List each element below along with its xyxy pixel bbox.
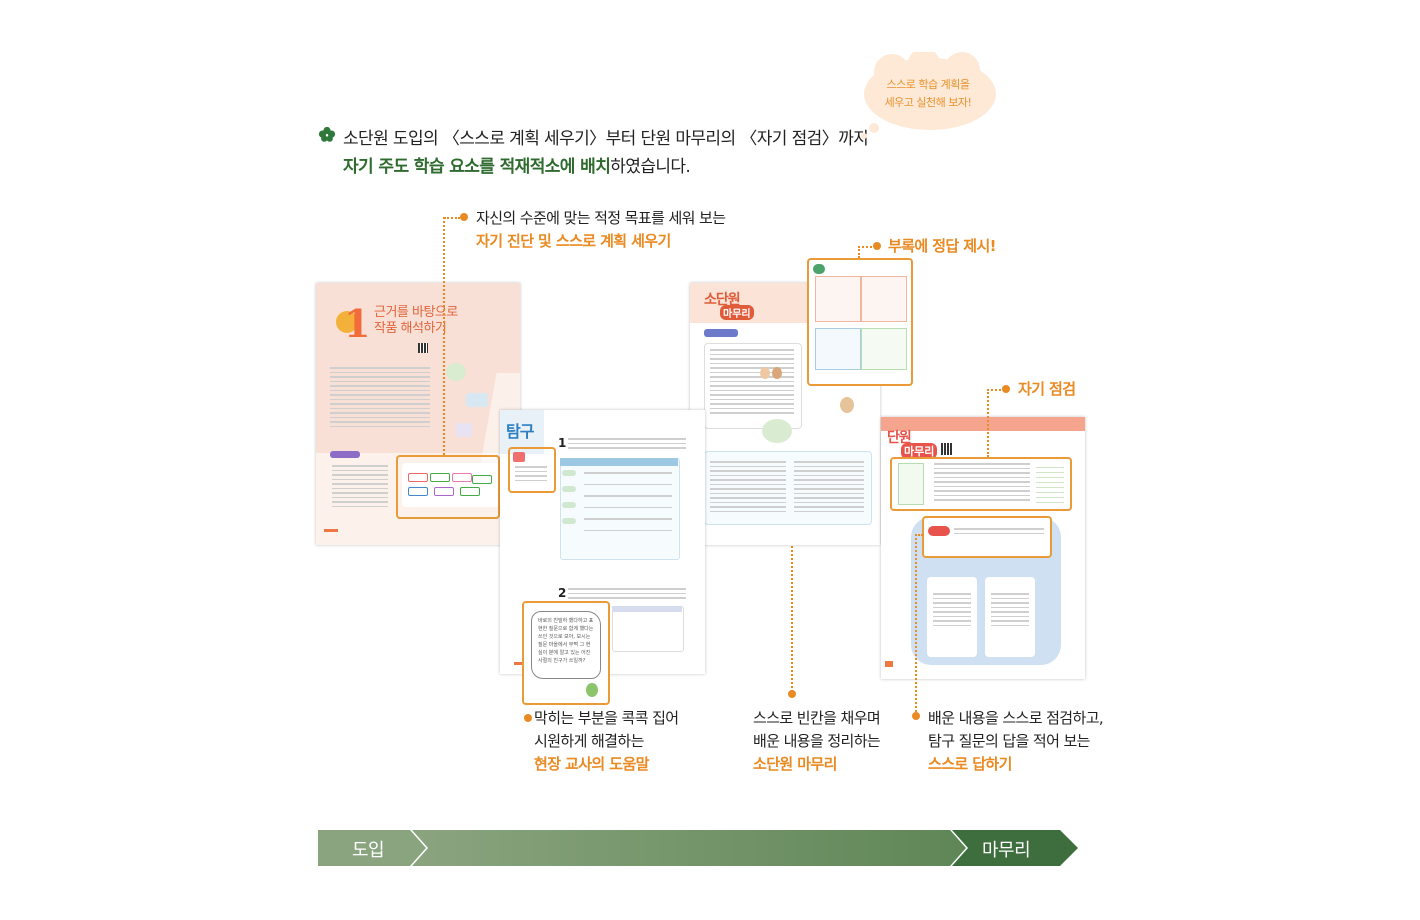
callout-summary-line-2: 배운 내용을 정리하는 xyxy=(753,732,881,750)
cloud-line-2: 세우고 실천해 보자! xyxy=(884,96,972,109)
leader-line xyxy=(444,217,460,219)
leader-line xyxy=(915,534,923,536)
qr-code-icon xyxy=(418,343,428,353)
callout-answer-highlight: 부록에 정답 제시! xyxy=(888,237,996,255)
callout-summary: 스스로 빈칸을 채우며 배운 내용을 정리하는 소단원 마무리 xyxy=(753,707,881,776)
lesson-title-2: 작품 해석하기 xyxy=(374,321,447,336)
lesson-number: 1 xyxy=(344,301,371,346)
header-line-1: 소단원 도입의 〈스스로 계획 세우기〉부터 단원 마무리의 〈자기 점검〉까지 xyxy=(343,129,869,149)
lesson-page: 1 근거를 바탕으로 작품 해석하기 xyxy=(316,283,520,545)
callout-teacher-line-1: 막히는 부분을 콕콕 집어 xyxy=(534,709,679,727)
subunit-title-a: 소단원 xyxy=(704,292,741,308)
callout-goal: 자신의 수준에 맞는 적정 목표를 세워 보는 자기 진단 및 스스로 계획 세… xyxy=(476,207,726,253)
tip-icon xyxy=(513,452,525,462)
teacher-note-text: 바로의 친밀하 했다하고 표현한 질문으로 합계 했다는 쓰인 것으로 보아, … xyxy=(538,618,594,664)
header-emphasis: 자기 주도 학습 요소를 적재적소에 배치 xyxy=(343,157,611,177)
self-check-table xyxy=(890,457,1072,511)
inquiry-title: 탐구 xyxy=(506,422,534,441)
callout-teacher-highlight: 현장 교사의 도움말 xyxy=(534,755,649,773)
lesson-title-1: 근거를 바탕으로 xyxy=(374,305,458,320)
callout-summary-highlight: 소단원 마무리 xyxy=(753,755,837,773)
callout-self-check: 자기 점검 xyxy=(1018,378,1076,401)
inquiry-question-box xyxy=(922,516,1052,558)
callout-inquiry: 배운 내용을 스스로 점검하고, 탐구 질문의 답을 적어 보는 스스로 답하기 xyxy=(928,707,1104,776)
teacher-tip-highlight xyxy=(508,447,556,493)
self-plan-highlight xyxy=(396,455,500,519)
cloud-text: 스스로 학습 계획을 세우고 실천해 보자! xyxy=(862,76,994,112)
leader-line xyxy=(858,246,872,248)
callout-goal-text: 자신의 수준에 맞는 적정 목표를 세워 보는 xyxy=(476,209,726,227)
progress-arrow xyxy=(318,830,1078,866)
leader-line xyxy=(443,217,445,455)
leader-line xyxy=(987,389,1001,391)
callout-summary-line-1: 스스로 빈칸을 채우며 xyxy=(753,709,881,727)
unit-title-b: 마무리 xyxy=(901,443,938,459)
leader-dot xyxy=(912,712,920,720)
unit-title-a: 단원 xyxy=(887,430,912,446)
callout-inquiry-highlight: 스스로 답하기 xyxy=(928,755,1012,773)
cloud-line-1: 스스로 학습 계획을 xyxy=(886,78,970,91)
callout-inquiry-line-2: 탐구 질문의 답을 적어 보는 xyxy=(928,732,1090,750)
leader-dot xyxy=(524,714,532,722)
callout-teacher: 막히는 부분을 콕콕 집어 시원하게 해결하는 현장 교사의 도움말 xyxy=(534,707,679,776)
leader-line xyxy=(987,389,989,457)
callout-answer: 부록에 정답 제시! xyxy=(888,235,996,258)
answer-key-box xyxy=(807,258,913,386)
leader-line xyxy=(791,546,793,692)
callout-inquiry-line-1: 배운 내용을 스스로 점검하고, xyxy=(928,709,1104,727)
leader-line xyxy=(915,534,917,712)
speech-cloud-icon xyxy=(861,52,996,139)
character-icon xyxy=(586,683,598,697)
callout-goal-highlight: 자기 진단 및 스스로 계획 세우기 xyxy=(476,232,671,250)
header-line-2: 자기 주도 학습 요소를 적재적소에 배치하였습니다. xyxy=(343,152,691,177)
teacher-note-box: 바로의 친밀하 했다하고 표현한 질문으로 합계 했다는 쓰인 것으로 보아, … xyxy=(522,601,610,705)
leader-line xyxy=(858,246,860,258)
inquiry-page: 탐구 1 2 xyxy=(500,410,705,674)
leader-dot xyxy=(1002,385,1010,393)
progress-start-label: 도입 xyxy=(352,840,385,861)
callout-teacher-line-2: 시원하게 해결하는 xyxy=(534,732,644,750)
progress-end-label: 마무리 xyxy=(982,840,1031,861)
leader-dot xyxy=(873,242,881,250)
lesson-title: 근거를 바탕으로 작품 해석하기 xyxy=(374,305,458,337)
clover-icon xyxy=(318,126,336,142)
leader-dot xyxy=(460,213,468,221)
leader-dot xyxy=(788,690,796,698)
callout-self-check-highlight: 자기 점검 xyxy=(1018,380,1076,398)
header-rest: 하였습니다. xyxy=(610,157,691,177)
subunit-title-b: 마무리 xyxy=(720,305,754,320)
qr-code-icon xyxy=(941,443,953,455)
